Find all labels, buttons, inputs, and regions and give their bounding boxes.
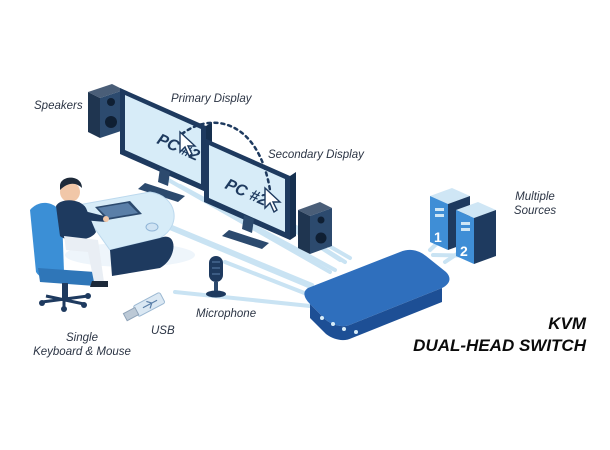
chair bbox=[30, 202, 95, 312]
multiple-sources-label: Multiple Sources bbox=[503, 190, 567, 218]
kvm-title-line2: DUAL-HEAD SWITCH bbox=[413, 336, 586, 355]
kvm-title: KVM DUAL-HEAD SWITCH bbox=[413, 313, 586, 357]
usb-stick bbox=[122, 292, 165, 322]
speakers-label: Speakers bbox=[34, 100, 83, 112]
person-at-desk bbox=[56, 177, 109, 287]
tower-1-number: 1 bbox=[434, 229, 442, 245]
kvm-title-line1: KVM bbox=[548, 314, 586, 333]
primary-display-label: Primary Display bbox=[171, 93, 252, 105]
multiple-sources-line2: Sources bbox=[513, 205, 557, 217]
right-speaker bbox=[298, 202, 332, 254]
cursor-icon bbox=[179, 130, 197, 158]
multiple-sources-line1: Multiple bbox=[515, 191, 555, 203]
tower-2-number: 2 bbox=[460, 243, 468, 259]
cursor-path-arc bbox=[180, 121, 272, 192]
desk bbox=[77, 191, 175, 276]
single-keyboard-mouse-label: Single Keyboard & Mouse bbox=[26, 331, 138, 359]
secondary-monitor bbox=[204, 138, 296, 249]
secondary-display-label: Secondary Display bbox=[268, 149, 364, 161]
single-line2: Keyboard & Mouse bbox=[33, 346, 131, 358]
usb-label: USB bbox=[151, 325, 175, 337]
single-line1: Single bbox=[66, 332, 98, 344]
microphone-label: Microphone bbox=[196, 308, 257, 320]
left-speaker bbox=[88, 84, 124, 138]
kvm-switch bbox=[304, 249, 450, 341]
microphone bbox=[206, 256, 226, 298]
source-tower-2 bbox=[456, 202, 496, 264]
cursor-icon bbox=[264, 186, 282, 214]
